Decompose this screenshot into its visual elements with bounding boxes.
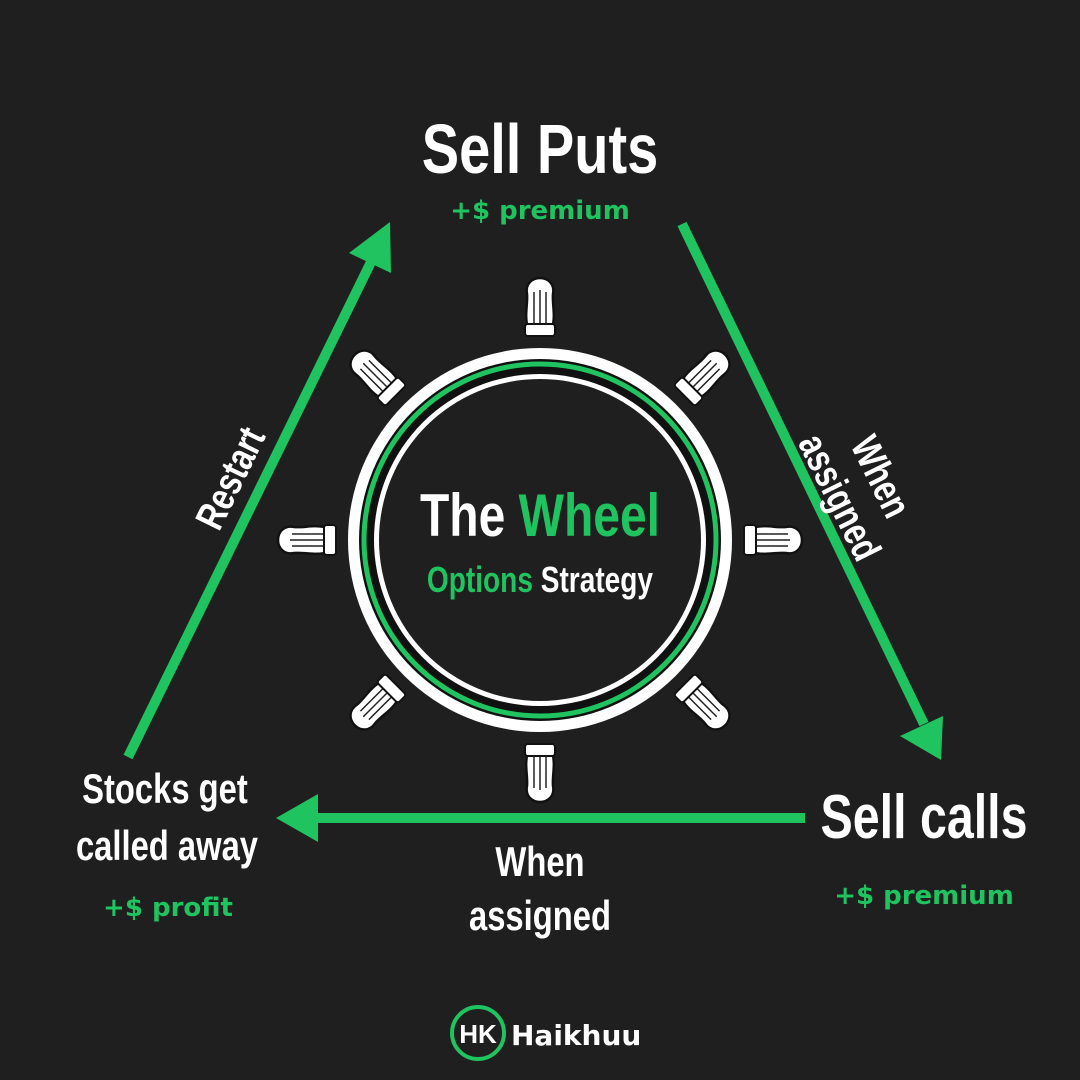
left-node-title-line2: called away <box>76 822 258 869</box>
bottom-edge-label-line1: When <box>495 838 584 885</box>
arrow-left-to-top <box>123 222 391 760</box>
top-node-subtitle: +$ premium <box>450 196 630 226</box>
brand-logo-icon <box>450 1005 506 1061</box>
center-subtitle-green: Options <box>427 560 533 600</box>
center-title-green: Wheel <box>519 482 660 549</box>
arrow-right-to-left <box>276 794 805 842</box>
top-node-title: Sell Puts <box>422 111 658 188</box>
brand: HK Haikhuu <box>450 1005 641 1061</box>
left-node-title-line1: Stocks get <box>82 765 248 812</box>
center-title-white: The <box>420 482 505 549</box>
ship-wheel-icon <box>276 276 804 804</box>
brand-name: Haikhuu <box>511 1019 641 1052</box>
brand-logo-letters: HK <box>459 1019 497 1049</box>
left-node-subtitle: +$ profit <box>103 893 233 923</box>
center-subtitle: Options Strategy <box>427 560 653 600</box>
center-title: The Wheel <box>420 482 660 549</box>
right-node-subtitle: +$ premium <box>834 881 1014 911</box>
arrow-top-to-right <box>677 221 943 760</box>
bottom-edge-label-line2: assigned <box>469 892 611 939</box>
center-subtitle-white: Strategy <box>541 560 653 600</box>
right-node-title: Sell calls <box>821 782 1028 851</box>
